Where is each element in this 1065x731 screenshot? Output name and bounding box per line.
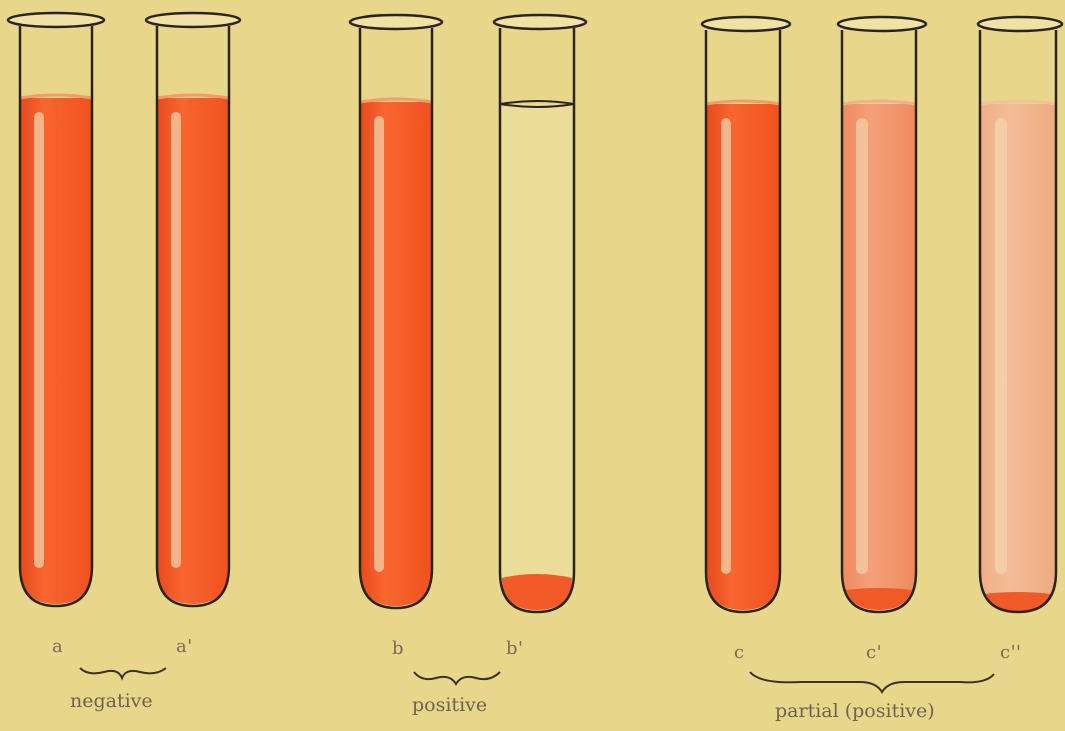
- group-label-partial: partial (positive): [775, 700, 935, 722]
- tube-label-a: a: [52, 636, 63, 657]
- test-tube-c-double-prime: [978, 17, 1062, 612]
- test-tube-b: [350, 15, 442, 608]
- partial-brace: [750, 672, 994, 692]
- test-tube-a: [8, 13, 104, 606]
- group-label-negative: negative: [70, 690, 153, 712]
- tube-label-b: b: [392, 638, 404, 659]
- tube-label-c: c: [734, 642, 745, 663]
- tube-label-c-double-prime: c'': [1000, 642, 1021, 663]
- test-tube-c-prime: [838, 17, 926, 612]
- tube-label-b-prime: b': [506, 638, 523, 659]
- tube-label-c-prime: c': [866, 642, 882, 663]
- tube-label-a-prime: a': [176, 636, 193, 657]
- test-tube-c: [702, 17, 790, 612]
- group-label-positive: positive: [412, 694, 487, 716]
- negative-brace: [80, 668, 166, 678]
- test-tube-b-prime: [494, 15, 586, 612]
- test-tube-a-prime: [146, 13, 240, 606]
- positive-brace: [414, 672, 500, 684]
